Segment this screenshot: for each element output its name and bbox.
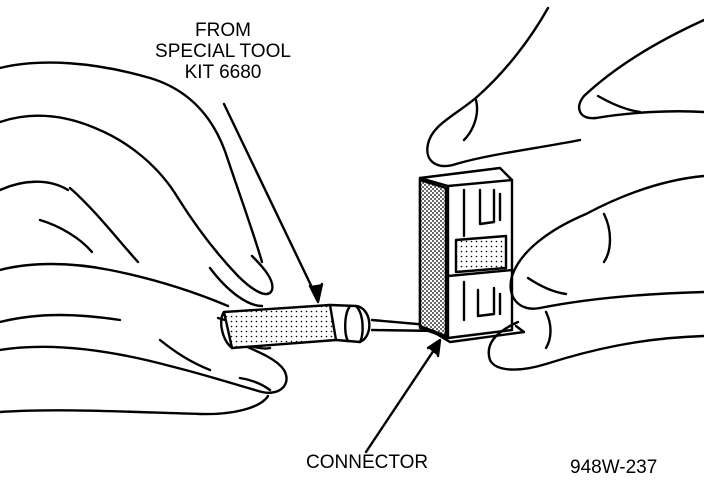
probe-tool — [220, 102, 442, 350]
tool-label-line-2: SPECIAL TOOL — [155, 41, 291, 62]
connector-callout-label: CONNECTOR — [306, 452, 429, 473]
right-lower-hand — [487, 174, 704, 371]
tool-callout-label: FROM SPECIAL TOOL KIT 6680 — [148, 20, 298, 83]
right-upper-hand — [426, 6, 704, 168]
tool-label-line-3: KIT 6680 — [184, 62, 262, 83]
left-lower-hand — [0, 262, 288, 416]
tool-label-line-1: FROM — [195, 20, 251, 41]
connector-body — [364, 166, 526, 454]
left-upper-hand — [0, 61, 274, 308]
figure-number: 948W-237 — [570, 457, 658, 478]
